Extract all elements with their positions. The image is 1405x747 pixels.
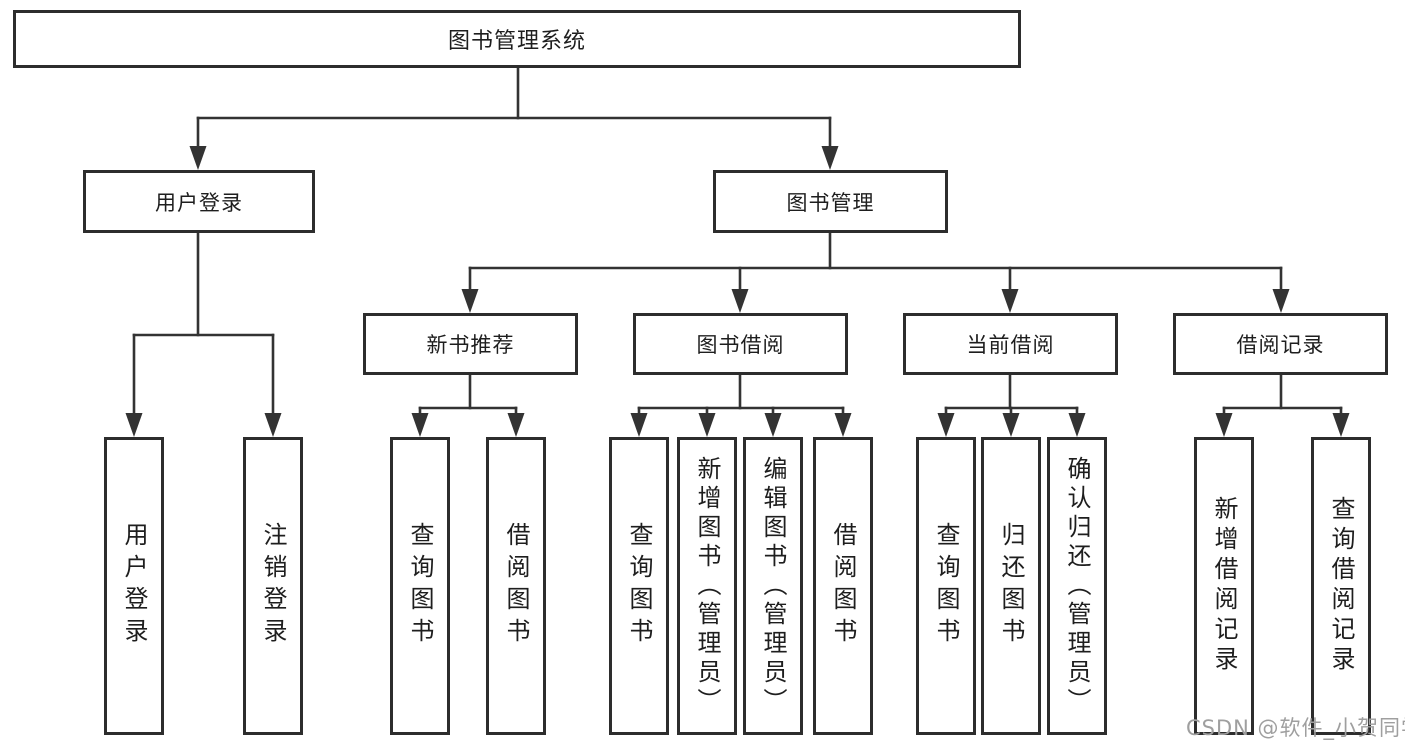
leaf-borrow-books-2: 借阅图书 — [813, 437, 873, 735]
leaf-user-login: 用户登录 — [104, 437, 164, 735]
leaf-query-borrow-record-label: 查询借阅记录 — [1327, 496, 1355, 676]
leaf-borrow-books-recommend-label: 借阅图书 — [502, 522, 530, 650]
node-borrow-records-label: 借阅记录 — [1236, 333, 1325, 357]
leaf-query-books-recommend-label: 查询图书 — [406, 522, 434, 650]
leaf-logout-label: 注销登录 — [259, 522, 287, 650]
watermark: CSDN @软件_小贺同学 — [1186, 716, 1405, 740]
leaf-edit-book-admin-label: 编辑图书（管理员） — [759, 455, 787, 717]
leaf-logout: 注销登录 — [243, 437, 303, 735]
node-new-book-recommend-label: 新书推荐 — [426, 333, 515, 357]
leaf-return-book: 归还图书 — [981, 437, 1041, 735]
leaf-borrow-books-2-label: 借阅图书 — [829, 522, 857, 650]
leaf-query-books-borrow-label: 查询图书 — [625, 522, 653, 650]
leaf-user-login-label: 用户登录 — [120, 522, 148, 650]
leaf-return-book-label: 归还图书 — [997, 522, 1025, 650]
leaf-query-books-borrow: 查询图书 — [609, 437, 669, 735]
node-new-book-recommend: 新书推荐 — [363, 313, 578, 375]
leaf-add-book-admin: 新增图书（管理员） — [677, 437, 737, 735]
node-library-system-label: 图书管理系统 — [447, 29, 586, 54]
node-library-system: 图书管理系统 — [13, 10, 1021, 68]
leaf-add-book-admin-label: 新增图书（管理员） — [693, 455, 721, 717]
node-current-borrow-label: 当前借阅 — [966, 333, 1055, 357]
leaf-query-books-current: 查询图书 — [916, 437, 976, 735]
leaf-add-borrow-record-label: 新增借阅记录 — [1210, 496, 1238, 676]
leaf-borrow-books-recommend: 借阅图书 — [486, 437, 546, 735]
node-book-borrow-label: 图书借阅 — [696, 333, 785, 357]
node-book-management: 图书管理 — [713, 170, 948, 233]
leaf-query-books-recommend: 查询图书 — [390, 437, 450, 735]
leaf-confirm-return-admin-label: 确认归还（管理员） — [1063, 455, 1091, 717]
node-user-login: 用户登录 — [83, 170, 315, 233]
leaf-add-borrow-record: 新增借阅记录 — [1194, 437, 1254, 735]
node-book-borrow: 图书借阅 — [633, 313, 848, 375]
leaf-query-books-current-label: 查询图书 — [932, 522, 960, 650]
node-book-management-label: 图书管理 — [786, 190, 875, 215]
leaf-edit-book-admin: 编辑图书（管理员） — [743, 437, 803, 735]
node-current-borrow: 当前借阅 — [903, 313, 1118, 375]
leaf-query-borrow-record: 查询借阅记录 — [1311, 437, 1371, 735]
leaf-confirm-return-admin: 确认归还（管理员） — [1047, 437, 1107, 735]
node-user-login-label: 用户登录 — [155, 190, 243, 215]
node-borrow-records: 借阅记录 — [1173, 313, 1388, 375]
